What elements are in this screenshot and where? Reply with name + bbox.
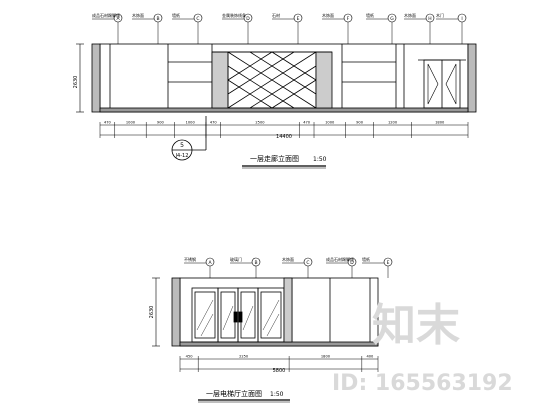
elevation-b-dimension-chain: 450 2250 1800 400 [179,355,379,372]
section-marker-number: 5 [180,142,184,149]
elevation-a-height-label: 2630 [73,76,79,89]
elevation-b-callout-marker-id: B [254,260,257,266]
watermark: 知末 ID: 165563192 [332,300,513,396]
elevation-b [171,277,379,347]
elevation-b-title-block: 一层电梯厅立面图 1:50 [198,389,290,403]
elevation-a-callout-label: 木饰面 [404,12,416,18]
elevation-a-dim-segment-label: 1800 [435,121,445,125]
elevation-b-callout-marker [347,257,357,267]
elevation-a-dim-segment-label: 470 [104,121,112,125]
elevation-b-skirting [179,341,379,347]
elevation-a-callout-label: 墙纸 [172,12,180,18]
elevation-b-dim-segment-label: 2250 [239,355,249,359]
elevation-a-total-width: 14400 [276,134,292,140]
elevation-b-callout-marker [251,257,261,267]
elevation-a-right-column [467,43,477,113]
elevation-a-height-dim [76,43,84,113]
elevation-a-callout-marker [425,13,435,23]
elevation-a-callout-marker [387,13,397,23]
elevation-b-callout-marker-id: D [350,260,354,266]
elevation-a-title: 一层走廊立面图 [250,154,299,163]
elevation-b-callout-marker-id: C [306,260,309,266]
elevation-a-callout-marker [113,13,123,23]
elevation-a-dim-segment-label: 900 [356,121,364,125]
elevation-b-dim-segment-label: 1800 [321,355,331,359]
elevation-b-callout-marker-id: E [387,260,390,266]
elevation-b-callout-marker [205,257,215,267]
elevation-a-callout-label: 石材 [272,12,280,18]
elevation-a-dim-segment-label: 1000 [126,121,136,125]
elevation-a-callout-marker-id: A [116,16,120,22]
elevation-a [91,43,477,113]
elevation-a-callout-marker [457,13,467,23]
elevation-a-callout-marker-id: H [428,16,431,22]
elevation-b-callout-marker [303,257,313,267]
elevation-a-callout-marker-id: D [246,16,250,22]
elevation-a-callout-marker-id: B [156,16,159,22]
elevation-a-scale: 1:50 [313,156,327,163]
elevation-a-dim-segment-label: 470 [210,121,218,125]
elevation-a-callout-marker [343,13,353,23]
elevation-b-height-label: 2630 [149,306,155,319]
elevation-b-left-column [171,277,181,347]
elevation-a-callout-label: 金属装饰线条 [222,12,246,18]
elevation-a-stone-pillar-left [211,51,229,109]
elevation-b-dim-segment-label: 450 [186,355,194,359]
elevation-a-title-block: 一层走廊立面图 1:50 [242,154,327,169]
elevation-a-callout-marker-id: E [297,16,300,22]
elevation-b-scale: 1:50 [270,391,284,398]
elevation-a-callout-label: 墙纸 [366,12,374,18]
elevation-a-skirting [99,107,469,113]
elevation-a-dim-segment-label: 900 [157,121,165,125]
elevation-a-callout-label: 木门 [436,12,444,18]
elevation-a-dim-segment-label: 470 [303,121,311,125]
watermark-id-text: ID: 165563192 [332,371,513,396]
elevation-a-dim-segment-label: 1200 [388,121,398,125]
elevation-a-callout-marker [153,13,163,23]
elevation-a-callout-label: 成品石材踢脚线 [92,12,120,18]
elevation-b-dim-segment-label: 400 [366,355,374,359]
elevation-b-callout-marker-id: A [208,260,212,266]
elevation-b-title: 一层电梯厅立面图 [206,389,262,398]
elevation-a-callout-marker-id: F [347,16,350,22]
elevation-a-dim-segment-label: 1000 [325,121,335,125]
elevation-b-callout-marker [383,257,393,267]
elevation-b-callout-label: 不锈钢 [184,256,196,262]
elevation-a-callout-marker-id: C [196,16,199,22]
section-marker [171,116,207,161]
elevation-a-callout-marker [243,13,253,23]
elevation-b-total-width: 5800 [273,368,286,374]
elevation-b-callout-label: 木饰面 [282,256,294,262]
elevation-b-stone-pillar [283,277,293,343]
section-marker-sheet: J4-12 [175,153,189,159]
elevation-a-dim-segment-label: 2500 [255,121,265,125]
elevation-a-left-column [91,43,101,113]
elevation-b-height-dim [152,277,160,347]
elevation-a-stone-pillar-right [315,51,333,109]
elevation-a-dim-segment-label: 1000 [186,121,196,125]
elevation-b-callout-label: 玻璃门 [230,256,242,262]
watermark-logo-text: 知末 [372,300,460,351]
elevation-b-callout-label: 成品石材踢脚线 [326,256,354,262]
elevation-a-callout-label: 木饰面 [322,12,334,18]
elevation-a-callout-marker-id: I [461,16,462,22]
elevation-a-callout-marker-id: G [390,16,394,22]
elevation-a-callout-marker [293,13,303,23]
elevation-a-callout-marker [193,13,203,23]
elevation-b-callout-label: 墙纸 [362,256,370,262]
elevation-a-callout-label: 木饰面 [132,12,144,18]
